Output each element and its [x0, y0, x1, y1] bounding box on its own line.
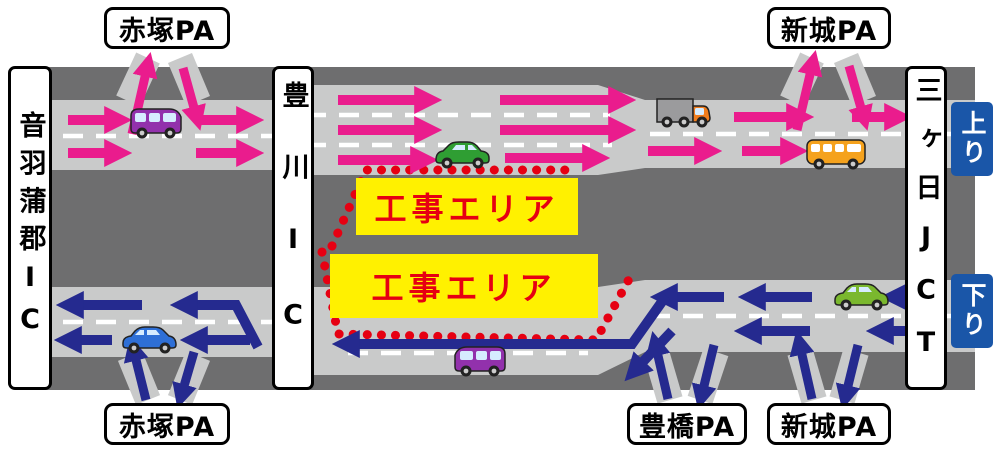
pa-label-akatsuka-top: 赤塚PA: [104, 7, 230, 49]
pa-label-akatsuka-bottom: 赤塚PA: [104, 403, 230, 445]
jct-label-mikkabi: 三ヶ日JCT: [905, 66, 947, 390]
ic-label-text: 豊川IC: [277, 80, 309, 376]
down-roadway: [25, 280, 975, 375]
bus-icon: [806, 139, 866, 170]
construction-area-1: 工事エリア: [356, 178, 578, 235]
ic-label-otowa-gamagori: 音羽蒲郡IC: [8, 66, 52, 390]
car-icon: [435, 141, 490, 169]
ic-label-toyokawa: 豊川IC: [272, 66, 314, 390]
van-icon: [130, 108, 182, 139]
pa-label-text: 豊橋PA: [638, 411, 736, 443]
ic-label-text: 音羽蒲郡IC: [14, 110, 46, 346]
truck-icon: [656, 98, 711, 128]
pa-label-shinshiro-top: 新城PA: [767, 7, 891, 49]
pa-label-text: 新城PA: [780, 411, 878, 443]
car-icon: [122, 326, 177, 354]
pa-label-text: 新城PA: [780, 15, 878, 47]
direction-tag-text: 下り: [958, 282, 987, 340]
up-traffic-arrows: [68, 50, 913, 174]
direction-tag-text: 上り: [958, 110, 987, 168]
pa-label-shinshiro-bottom: 新城PA: [767, 403, 891, 445]
direction-tag-up: 上り: [951, 102, 993, 176]
direction-tag-down: 下り: [951, 274, 993, 348]
construction-area-2: 工事エリア: [330, 254, 598, 318]
van-icon: [454, 346, 506, 377]
jct-label-text: 三ヶ日JCT: [910, 76, 942, 380]
pa-label-toyohashi-bottom: 豊橋PA: [627, 403, 747, 445]
vehicle-icons: [122, 98, 889, 377]
pa-label-text: 赤塚PA: [118, 15, 216, 47]
construction-area-label: 工事エリア: [374, 189, 560, 228]
car-icon: [834, 283, 889, 311]
pa-label-text: 赤塚PA: [118, 411, 216, 443]
construction-area-label: 工事エリア: [371, 269, 557, 307]
